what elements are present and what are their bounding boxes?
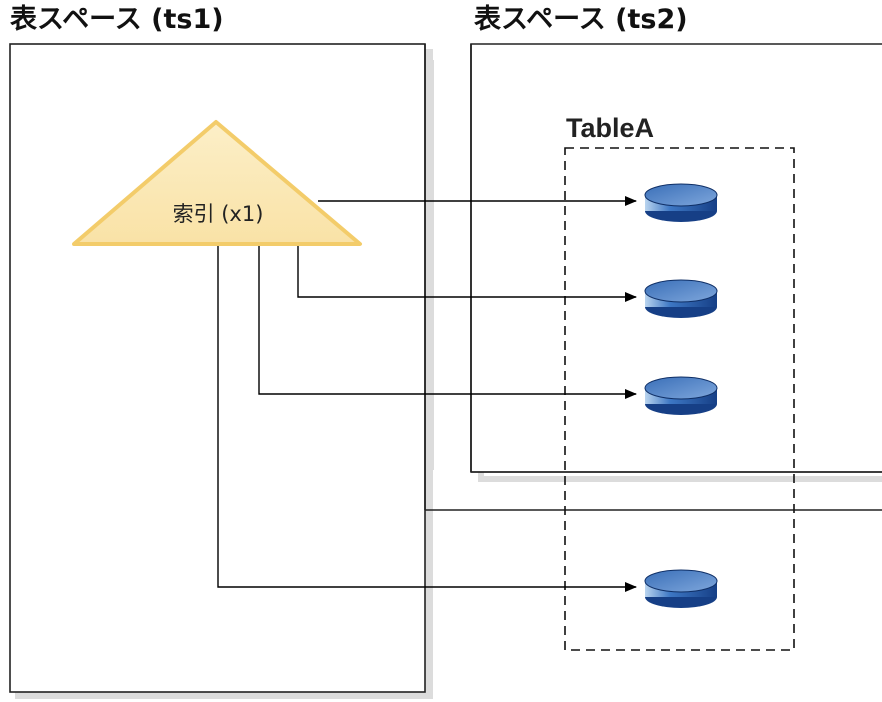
tablespace-ts2-title: 表スペース (ts2)	[474, 4, 688, 35]
database-row-icon	[644, 376, 718, 415]
tablespace-ts2-frame	[470, 43, 882, 482]
tablespace-ts1-title: 表スペース (ts1)	[10, 4, 224, 35]
database-row-icon	[644, 569, 718, 608]
database-row-icon	[644, 279, 718, 318]
tablespace-ts1-right-edge	[424, 44, 882, 511]
pointer-line-3	[258, 246, 637, 399]
pointer-line-2	[297, 246, 637, 302]
table-container	[564, 147, 795, 651]
index-pointers	[217, 196, 637, 592]
index-triangle	[72, 120, 362, 246]
index-label: 索引 (x1)	[172, 202, 264, 226]
table-title: TableA	[566, 113, 655, 143]
database-row-icon	[644, 183, 718, 222]
pointer-line-4	[217, 246, 637, 592]
